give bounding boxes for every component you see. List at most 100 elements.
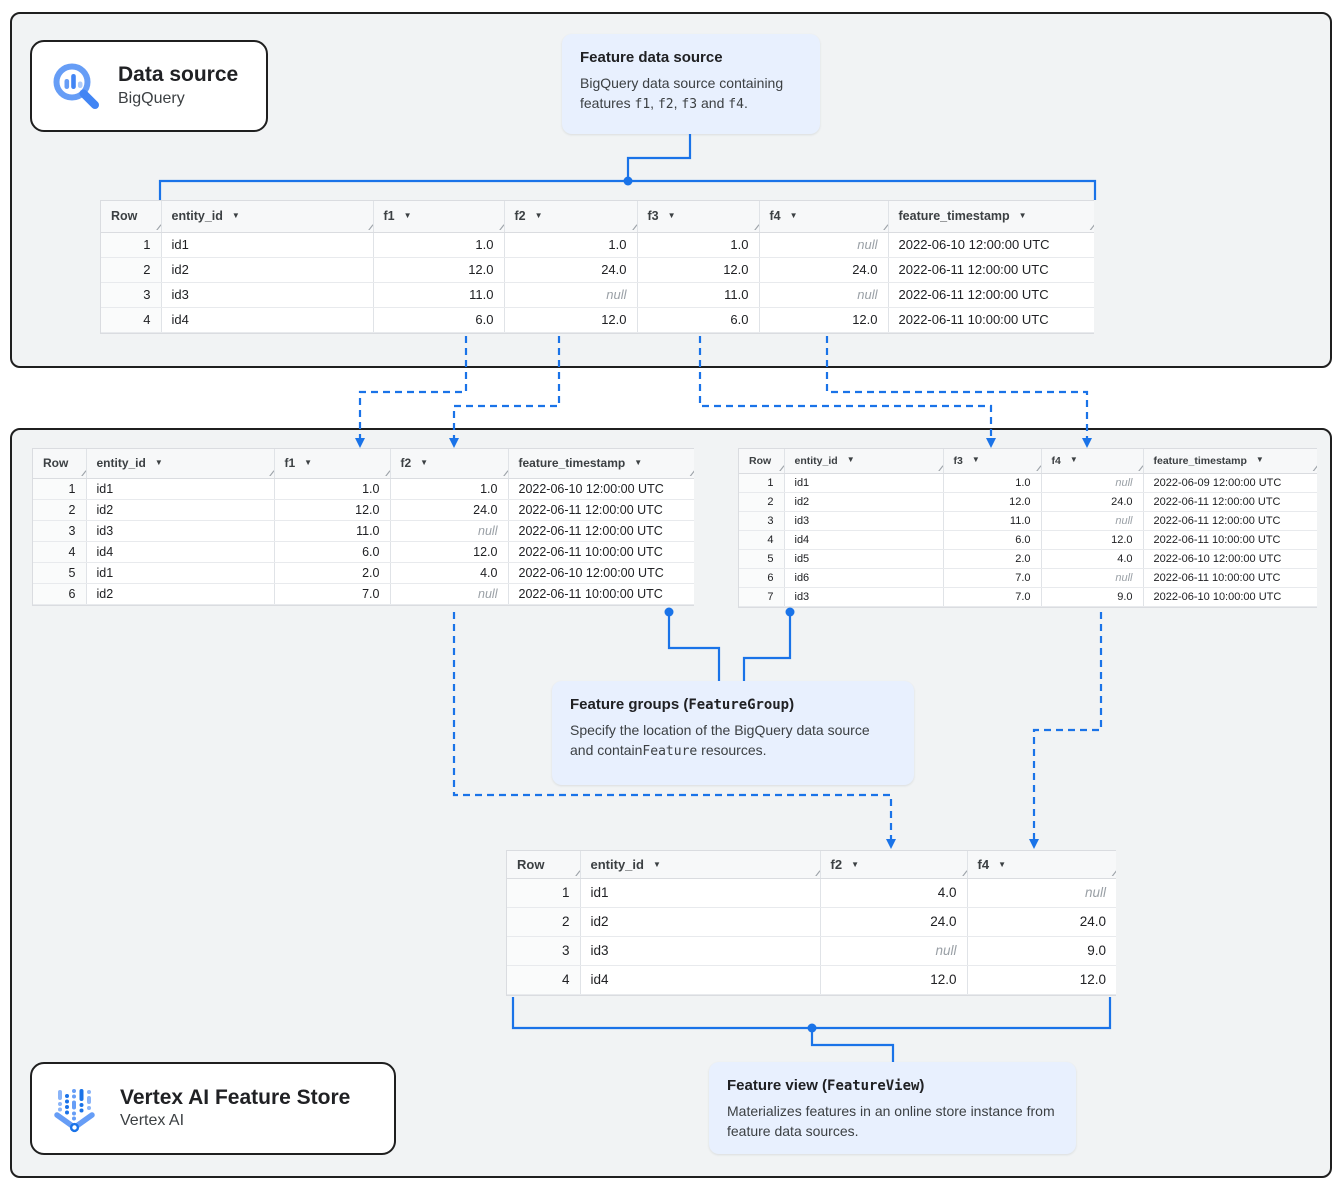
cell-feature_timestamp: 2022-06-10 12:00:00 UTC <box>508 562 694 584</box>
cell-entity_id: id3 <box>86 520 275 542</box>
text: , <box>673 95 682 112</box>
sort-arrow-icon: ▼ <box>634 458 643 468</box>
mono-text: Feature <box>642 744 698 760</box>
row-number-cell: 1 <box>739 473 785 493</box>
sort-arrow-icon: ▼ <box>1018 211 1027 221</box>
cell-f3: 11.0 <box>637 282 760 308</box>
cell-f2: 24.0 <box>504 257 638 283</box>
sort-arrow-icon: ▼ <box>652 859 661 869</box>
text: ) <box>919 1077 925 1094</box>
mono-text: f4 <box>728 97 744 113</box>
cell-f1: 1.0 <box>274 478 391 500</box>
cell-f3: 7.0 <box>943 587 1042 607</box>
cell-f4: null <box>1041 568 1144 588</box>
cell-f4: null <box>759 282 889 308</box>
cell-f4: null <box>1041 511 1144 531</box>
cell-f2: null <box>820 936 968 966</box>
column-header-feature_timestamp: feature_timestamp▼∕∕ <box>1143 449 1317 474</box>
cell-f4: null <box>759 232 889 258</box>
cell-feature_timestamp: 2022-06-10 12:00:00 UTC <box>508 478 694 500</box>
sort-arrow-icon: ▼ <box>154 458 163 468</box>
sort-arrow-icon: ▼ <box>534 211 543 221</box>
column-header-f3: f3▼∕∕ <box>943 449 1042 474</box>
column-header-f1: f1▼∕∕ <box>373 201 505 233</box>
mono-text: f2 <box>657 97 674 113</box>
callout-title: Feature groups (FeatureGroup) <box>570 696 896 713</box>
sort-arrow-icon: ▼ <box>971 454 980 464</box>
cell-f4: 24.0 <box>967 907 1116 937</box>
cell-feature_timestamp: 2022-06-11 12:00:00 UTC <box>508 520 694 542</box>
data-source-badge: Data source BigQuery <box>30 40 268 132</box>
feature-view-table: Row∕∕entity_id▼∕∕f2▼∕∕f4▼∕∕1id14.0null2i… <box>506 850 1116 996</box>
row-number-cell: 2 <box>33 499 87 521</box>
bigquery-magnifier-icon <box>50 60 102 112</box>
badge-subtitle: Vertex AI <box>120 1112 185 1130</box>
sort-arrow-icon: ▼ <box>998 859 1006 869</box>
cell-entity_id: id1 <box>784 473 944 493</box>
sort-arrow-icon: ▼ <box>789 211 798 221</box>
row-number-cell: 5 <box>33 562 87 584</box>
row-number-cell: 6 <box>739 568 785 588</box>
sort-arrow-icon: ▼ <box>667 211 676 221</box>
feature-data-source-callout: Feature data source BigQuery data source… <box>562 34 820 134</box>
row-number-cell: 4 <box>33 541 87 563</box>
feature-groups-callout: Feature groups (FeatureGroup) Specify th… <box>552 681 914 785</box>
sort-arrow-icon: ▼ <box>1069 454 1078 464</box>
cell-f2: 1.0 <box>390 478 509 500</box>
cell-f4: 12.0 <box>759 307 889 333</box>
cell-f2: 4.0 <box>820 878 968 908</box>
cell-f3: 1.0 <box>637 232 760 258</box>
text: ) <box>789 696 795 713</box>
cell-entity_id: id1 <box>86 562 275 584</box>
column-header-entity_id: entity_id▼∕∕ <box>784 449 944 474</box>
cell-f1: 12.0 <box>373 257 505 283</box>
cell-f4: null <box>967 878 1116 908</box>
column-header-entity_id: entity_id▼∕∕ <box>86 449 275 479</box>
cell-entity_id: id3 <box>580 936 821 966</box>
text: Feature groups ( <box>570 696 689 713</box>
row-number-cell: 3 <box>101 282 162 308</box>
sort-arrow-icon: ▼ <box>851 859 859 869</box>
row-number-cell: 4 <box>101 307 162 333</box>
row-number-cell: 7 <box>739 587 785 607</box>
cell-f1: 6.0 <box>274 541 391 563</box>
cell-f3: 6.0 <box>637 307 760 333</box>
column-header-entity_id: entity_id▼∕∕ <box>161 201 374 233</box>
cell-entity_id: id4 <box>784 530 944 550</box>
column-header-f3: f3▼∕∕ <box>637 201 760 233</box>
cell-f3: 1.0 <box>943 473 1042 493</box>
cell-f4: 4.0 <box>1041 549 1144 569</box>
cell-feature_timestamp: 2022-06-11 12:00:00 UTC <box>888 257 1094 283</box>
cell-f2: null <box>390 583 509 605</box>
badge-subtitle: BigQuery <box>118 89 185 107</box>
cell-entity_id: id3 <box>784 587 944 607</box>
cell-feature_timestamp: 2022-06-11 12:00:00 UTC <box>1143 511 1317 531</box>
cell-f1: 2.0 <box>274 562 391 584</box>
row-number-cell: 1 <box>507 878 581 908</box>
cell-feature_timestamp: 2022-06-11 10:00:00 UTC <box>1143 568 1317 588</box>
cell-f4: 9.0 <box>967 936 1116 966</box>
cell-entity_id: id4 <box>161 307 374 333</box>
callout-title: Feature view (FeatureView) <box>727 1077 1058 1094</box>
badge-title: Data source <box>118 63 239 87</box>
callout-body: Materializes features in an online store… <box>727 1101 1058 1142</box>
sort-arrow-icon: ▼ <box>1255 454 1264 464</box>
cell-f3: 6.0 <box>943 530 1042 550</box>
text: resources. <box>697 742 767 759</box>
text: . <box>743 95 748 112</box>
column-header-Row: Row∕∕ <box>33 449 87 479</box>
text: BigQuery data source containing features <box>580 75 784 112</box>
cell-f4: 24.0 <box>759 257 889 283</box>
cell-entity_id: id2 <box>784 492 944 512</box>
cell-f2: 24.0 <box>390 499 509 521</box>
callout-body: Specify the location of the BigQuery dat… <box>570 720 896 762</box>
